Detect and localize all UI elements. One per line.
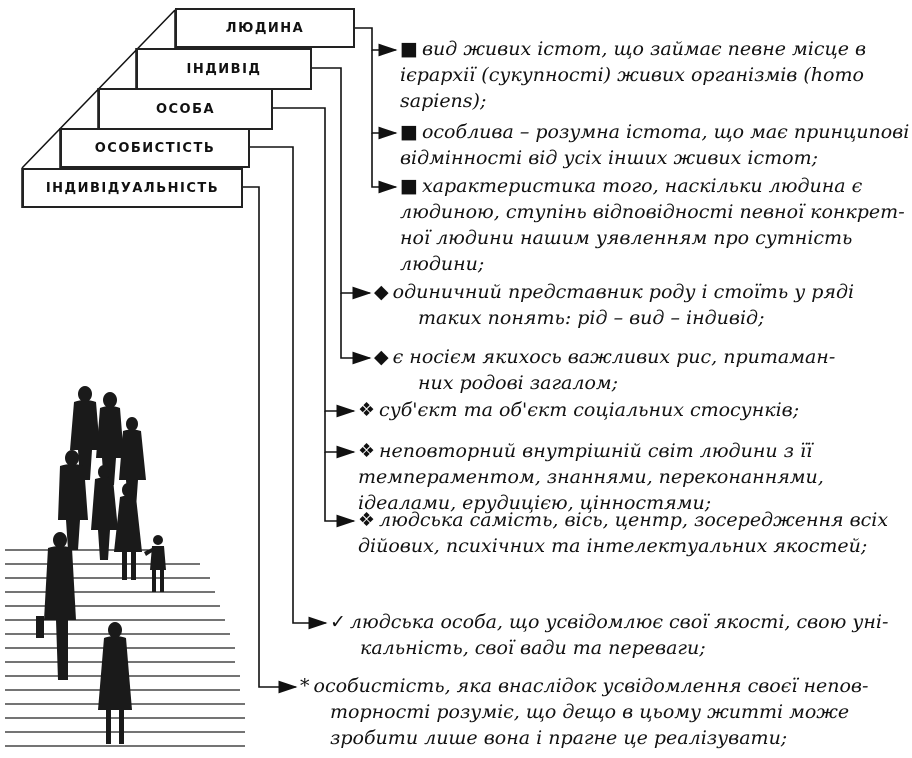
description-10: *особистість, яка внаслідок усвідомлення… bbox=[300, 675, 869, 749]
description-2: ■особлива – розумна істота, що має принц… bbox=[400, 121, 910, 169]
connector-individualnist bbox=[243, 186, 298, 694]
box-osobystist: ОСОБИСТІСТЬ bbox=[60, 128, 250, 168]
people-on-staircase-illustration bbox=[5, 386, 245, 747]
checkmark-bullet-icon: ✓ bbox=[330, 611, 346, 633]
description-9: ✓людська особа, що усвідомлює свої якост… bbox=[330, 611, 889, 659]
connector-osoba-3 bbox=[324, 452, 356, 528]
description-7: ❖неповторний внутрішній світ людини з її… bbox=[358, 440, 824, 514]
four-diamond-bullet-icon: ❖ bbox=[358, 440, 376, 462]
connector-osobystist bbox=[250, 146, 328, 630]
description-5: ◆є носієм якихось важливих рис, притаман… bbox=[374, 346, 836, 394]
connector-lyudyna-1 bbox=[355, 27, 398, 57]
connector-osoba-2 bbox=[324, 411, 356, 459]
box-indyvid: ІНДИВІД bbox=[136, 48, 312, 90]
connector-lyudyna-2 bbox=[371, 50, 398, 140]
square-bullet-icon: ■ bbox=[400, 38, 418, 60]
four-diamond-bullet-icon: ❖ bbox=[358, 399, 376, 421]
description-4: ◆одиничний представник роду і стоїть у р… bbox=[374, 281, 855, 329]
description-6: ❖суб'єкт та об'єкт соціальних стосунків; bbox=[358, 399, 800, 421]
diamond-bullet-icon: ◆ bbox=[374, 346, 389, 368]
box-osoba: ОСОБА bbox=[98, 88, 273, 130]
square-bullet-icon: ■ bbox=[400, 121, 418, 143]
box-lyudyna: ЛЮДИНА bbox=[175, 8, 355, 48]
four-diamond-bullet-icon: ❖ bbox=[358, 509, 376, 531]
connector-osoba-1 bbox=[273, 107, 356, 418]
description-3: ■характеристика того, наскільки людина є… bbox=[400, 175, 905, 275]
description-8: ❖людська самість, вісь, центр, зосередже… bbox=[358, 509, 889, 557]
square-bullet-icon: ■ bbox=[400, 175, 418, 197]
connector-indyvid-1 bbox=[312, 67, 372, 300]
description-1: ■вид живих істот, що займає певне місце … bbox=[400, 38, 867, 112]
box-individualnist: ІНДИВІДУАЛЬНІСТЬ bbox=[22, 168, 243, 208]
connector-indyvid-2 bbox=[340, 293, 372, 365]
connector-lyudyna-3 bbox=[371, 133, 398, 194]
diamond-bullet-icon: ◆ bbox=[374, 281, 389, 303]
asterisk-bullet-icon: * bbox=[300, 675, 310, 697]
